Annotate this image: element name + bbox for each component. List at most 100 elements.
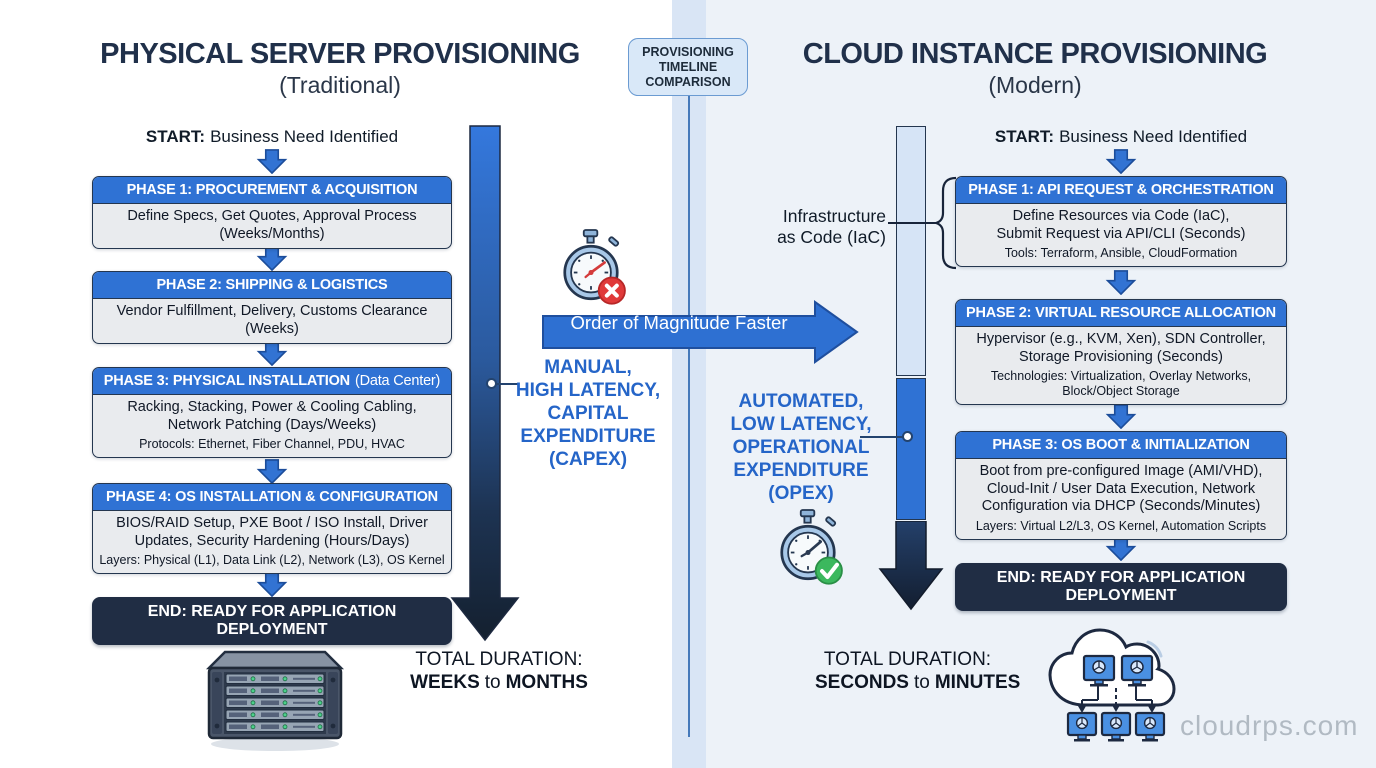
down-arrow-icon [1105, 270, 1137, 295]
duration-value: MONTHS [505, 672, 588, 693]
phase-box-procurement: PHASE 1: PROCUREMENT & ACQUISITION Defin… [92, 176, 452, 249]
cloud-end-box: END: READY FOR APPLICATION DEPLOYMENT [955, 563, 1287, 611]
physical-end-box: END: READY FOR APPLICATION DEPLOYMENT [92, 597, 452, 645]
physical-subtitle: (Traditional) [279, 72, 401, 98]
capex-leader-line [496, 383, 518, 385]
phase-header: PHASE 2: SHIPPING & LOGISTICS [93, 272, 451, 299]
callout-line: OPERATIONAL [732, 437, 870, 458]
phase-note-line: Layers: Physical (L1), Data Link (L2), N… [99, 553, 445, 567]
down-arrow-icon [1105, 536, 1137, 561]
phase-body-line: Storage Provisioning (Seconds) [1019, 348, 1223, 365]
cloud-title: CLOUD INSTANCE PROVISIONING [802, 38, 1268, 70]
phase-header: PHASE 1: API REQUEST & ORCHESTRATION [956, 177, 1286, 204]
badge-line: TIMELINE [658, 59, 718, 74]
phase-note-line: Block/Object Storage [1062, 384, 1180, 398]
phase-body-line: Configuration via DHCP (Seconds/Minutes) [981, 498, 1261, 514]
phase-body-line: Define Resources via Code (IaC), [1012, 208, 1230, 224]
phase-box-os-boot: PHASE 3: OS BOOT & INITIALIZATION Boot f… [955, 431, 1287, 540]
phase-header: PHASE 1: PROCUREMENT & ACQUISITION [93, 177, 451, 204]
phase-body-line: (Weeks/Months) [219, 225, 325, 242]
server-rack-illustration [205, 650, 345, 751]
phase-header-text: PHASE 3: PHYSICAL INSTALLATION [103, 373, 350, 389]
phase-box-installation: PHASE 3: PHYSICAL INSTALLATION(Data Cent… [92, 367, 452, 458]
opex-leader-dot [902, 431, 913, 442]
duration-mid: to [913, 672, 930, 693]
phase-body-line: Updates, Security Hardening (Hours/Days) [134, 532, 410, 549]
down-arrow-icon [256, 572, 288, 597]
down-arrow-icon [1105, 404, 1137, 429]
phase-body-line: Cloud-Init / User Data Execution, Networ… [986, 480, 1256, 497]
callout-line: EXPENDITURE [520, 426, 656, 447]
phase-note-line: Protocols: Ethernet, Fiber Channel, PDU,… [139, 437, 405, 451]
iac-label: Infrastructure as Code (IaC) [758, 206, 886, 248]
badge-line: PROVISIONING [642, 44, 734, 59]
cloud-start: START:Business Need Identified [955, 127, 1287, 147]
badge-line: COMPARISON [645, 74, 731, 89]
capex-callout: MANUAL, HIGH LATENCY, CAPITAL EXPENDITUR… [505, 356, 671, 471]
phase-body-line: (Weeks) [245, 320, 299, 337]
phase-body-line: Network Patching (Days/Weeks) [167, 416, 377, 433]
phase-body-line: Hypervisor (e.g., KVM, Xen), SDN Control… [976, 331, 1266, 347]
faster-arrow-label: Order of Magnitude Faster [570, 312, 788, 333]
duration-mid: to [484, 672, 501, 693]
iac-leader-line [888, 222, 938, 224]
phase-header: PHASE 3: PHYSICAL INSTALLATION(Data Cent… [93, 368, 451, 395]
callout-line: LOW LATENCY, [730, 414, 872, 435]
start-text: Business Need Identified [210, 127, 399, 146]
opex-leader-line [860, 436, 904, 438]
iac-label-line: as Code (IaC) [777, 227, 886, 247]
phase-note-line: Technologies: Virtualization, Overlay Ne… [990, 369, 1252, 383]
callout-line: HIGH LATENCY, [515, 380, 661, 401]
cloud-instances-illustration [1048, 628, 1176, 742]
phase-note-line: Layers: Virtual L2/L3, OS Kernel, Automa… [975, 518, 1267, 533]
phase-box-shipping: PHASE 2: SHIPPING & LOGISTICS Vendor Ful… [92, 271, 452, 344]
duration-value: MINUTES [934, 672, 1021, 693]
phase-body-line: Define Specs, Get Quotes, Approval Proce… [127, 208, 417, 224]
phase-body-line: Racking, Stacking, Power & Cooling Cabli… [127, 399, 417, 415]
watermark: cloudrps.com [1180, 710, 1359, 741]
duration-value: SECONDS [815, 672, 909, 693]
timeline-arrow-slow [450, 125, 520, 642]
phase-header: PHASE 2: VIRTUAL RESOURCE ALLOCATION [956, 300, 1286, 327]
duration-value: WEEKS [410, 672, 480, 693]
timeline-arrow-fast [878, 521, 944, 611]
phase-header-note: (Data Center) [354, 373, 441, 389]
start-label: START: [145, 127, 206, 146]
faster-arrow [542, 300, 859, 364]
callout-line: AUTOMATED, [738, 391, 864, 412]
iac-label-line: Infrastructure [782, 206, 886, 226]
down-arrow-icon [256, 341, 288, 366]
down-arrow-icon [1105, 149, 1137, 174]
physical-start: START:Business Need Identified [92, 127, 452, 147]
phase-body-line: Boot from pre-configured Image (AMI/VHD)… [979, 463, 1263, 479]
phase-box-os-install: PHASE 4: OS INSTALLATION & CONFIGURATION… [92, 483, 452, 574]
iac-brace [934, 176, 957, 270]
duration-title: TOTAL DURATION: [823, 649, 992, 670]
phase-header: PHASE 3: OS BOOT & INITIALIZATION [956, 432, 1286, 459]
comparison-badge: PROVISIONING TIMELINE COMPARISON [628, 38, 748, 96]
down-arrow-icon [256, 246, 288, 271]
phase-body-line: BIOS/RAID Setup, PXE Boot / ISO Install,… [116, 515, 428, 531]
callout-line: MANUAL, [544, 357, 632, 378]
capex-leader-dot [486, 378, 497, 389]
start-text: Business Need Identified [1059, 127, 1248, 146]
phase-body-line: Vendor Fulfillment, Delivery, Customs Cl… [116, 303, 428, 319]
phase-note-line: Tools: Terraform, Ansible, CloudFormatio… [1004, 246, 1238, 260]
phase-box-api-request: PHASE 1: API REQUEST & ORCHESTRATION Def… [955, 176, 1287, 267]
timeline-bar-blue [896, 378, 926, 520]
start-label: START: [994, 127, 1055, 146]
callout-line: (CAPEX) [548, 449, 628, 470]
callout-line: EXPENDITURE [733, 460, 869, 481]
phase-box-virtual-allocation: PHASE 2: VIRTUAL RESOURCE ALLOCATION Hyp… [955, 299, 1287, 405]
opex-callout: AUTOMATED, LOW LATENCY, OPERATIONAL EXPE… [715, 390, 887, 505]
callout-line: (OPEX) [768, 483, 834, 504]
down-arrow-icon [256, 459, 288, 484]
timeline-bar-light [896, 126, 926, 376]
stopwatch-slow-icon [563, 229, 626, 305]
cloud-subtitle: (Modern) [988, 72, 1082, 98]
center-divider-line [688, 96, 690, 737]
down-arrow-icon [256, 149, 288, 174]
physical-title: PHYSICAL SERVER PROVISIONING [100, 38, 580, 70]
